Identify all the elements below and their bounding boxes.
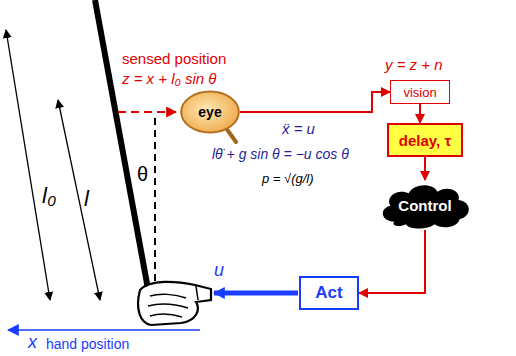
signal-label: sensed position (122, 50, 226, 67)
angle-label: θ (137, 163, 148, 186)
act-box: Act (299, 276, 359, 310)
signal-label: u (214, 260, 224, 281)
actuation-arrow (214, 291, 298, 296)
node-text: delay, τ (399, 132, 451, 149)
node-text: Act (315, 283, 342, 303)
equation: z = x + l₀ sin θ (122, 70, 217, 87)
vertical-reference (154, 118, 156, 288)
length-label: l (84, 186, 89, 211)
hand-icon (138, 282, 211, 325)
control-cloud: Control (377, 180, 473, 230)
pendulum-rod (95, 0, 150, 300)
length-label: l₀ (42, 183, 56, 208)
length-arrow (6, 30, 50, 300)
position-axis-arrow (8, 329, 200, 331)
node-text: Control (398, 197, 451, 214)
equation: lθ̈ + g sin θ = −u cos θ (212, 146, 349, 162)
node-text: vision (403, 85, 436, 100)
equation: ẍ = u (282, 120, 315, 137)
node-text: eye (198, 104, 221, 120)
sensed-position-line (118, 111, 176, 113)
signal-arrow (424, 157, 426, 180)
vision-box: vision (390, 80, 450, 104)
equation: y = z + n (385, 56, 443, 73)
axis-label: x (28, 332, 37, 353)
delay-box: delay, τ (387, 123, 463, 157)
equation: p = √(g/l) (262, 172, 314, 187)
eye-handle (226, 128, 236, 142)
axis-label: hand position (46, 336, 129, 352)
length-arrow (58, 100, 100, 300)
signal-arrow (419, 104, 421, 123)
signal-arrow (240, 92, 390, 112)
eye-sensor: eye (180, 90, 240, 134)
signal-arrow (359, 230, 425, 293)
